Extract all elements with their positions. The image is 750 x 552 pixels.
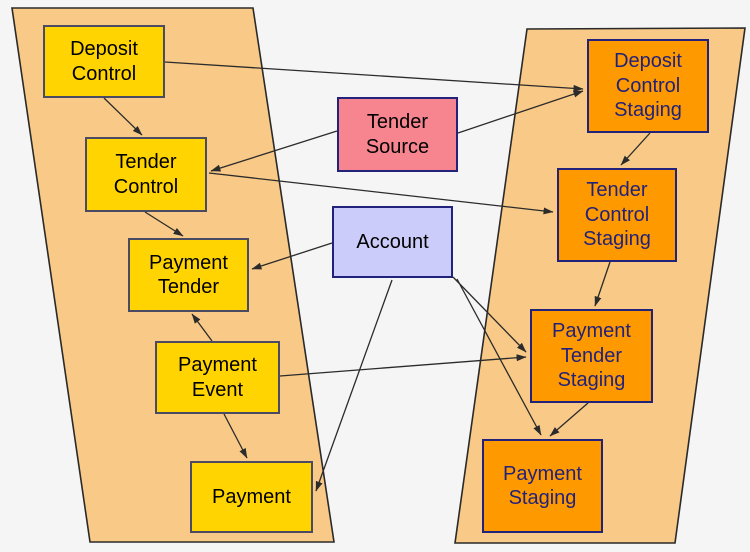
node-label: Deposit Control Staging: [614, 50, 682, 122]
node-tender-source: Tender Source: [337, 97, 458, 172]
edge-payment-event-to-payment: [223, 413, 248, 459]
node-account: Account: [332, 206, 453, 278]
node-label: Payment Event: [178, 354, 257, 401]
node-label: Tender Control Staging: [583, 179, 651, 251]
right-region-shape: [454, 27, 746, 544]
node-deposit-control-staging: Deposit Control Staging: [587, 39, 709, 133]
edge-tender-source-to-deposit-control-staging: [457, 90, 584, 134]
node-label: Payment Tender: [149, 251, 228, 298]
edge-deposit-control-to-deposit-control-staging: [164, 61, 584, 92]
edge-account-to-payment-staging: [456, 278, 542, 436]
edge-tender-control-to-tender-control-staging: [208, 172, 554, 215]
edge-account-to-payment: [315, 279, 393, 492]
edge-payment-event-to-payment-tender-staging: [279, 354, 527, 377]
edge-deposit-control-to-tender-control: [103, 97, 143, 136]
edge-tender-control-to-payment-tender: [144, 211, 184, 237]
node-label: Payment: [212, 485, 291, 508]
edge-account-to-payment-tender: [251, 242, 333, 270]
node-label: Account: [356, 230, 429, 253]
node-payment: Payment: [190, 461, 313, 533]
node-label: Tender Control: [113, 151, 179, 198]
node-payment-tender: Payment Tender: [128, 238, 249, 312]
edge-tender-source-to-tender-control: [210, 130, 338, 172]
node-tender-control: Tender Control: [85, 137, 207, 212]
edge-deposit-control-staging-to-tender-control-staging: [620, 132, 651, 166]
edge-tender-control-staging-to-payment-tender-staging: [594, 261, 611, 307]
node-tender-control-staging: Tender Control Staging: [557, 168, 677, 262]
node-payment-event: Payment Event: [155, 341, 280, 414]
node-label: Payment Tender Staging: [552, 320, 631, 392]
edge-payment-event-to-payment-tender: [191, 313, 213, 342]
node-payment-tender-staging: Payment Tender Staging: [530, 309, 653, 403]
node-label: Tender Source: [365, 111, 430, 158]
node-label: Payment Staging: [503, 462, 582, 509]
node-deposit-control: Deposit Control: [43, 25, 165, 98]
node-label: Deposit Control: [70, 38, 138, 85]
node-payment-staging: Payment Staging: [482, 439, 603, 533]
edge-account-to-payment-tender-staging: [452, 276, 527, 353]
edge-payment-tender-staging-to-payment-staging: [549, 402, 589, 437]
